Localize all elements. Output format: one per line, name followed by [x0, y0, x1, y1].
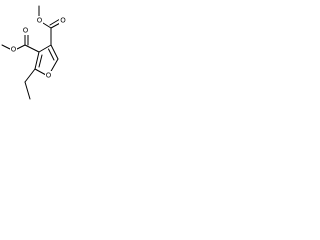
bond-o1-c2: [34, 68, 47, 76]
ester-left-carbonyl-o-bg: [22, 26, 29, 35]
bond-carbonyl-top-o-double-b: [49, 18, 61, 26]
ring-oxygen-bg: [45, 71, 52, 80]
ester-left-carbonyl-o-label: O: [23, 27, 29, 35]
bond-ethyl-ch2-ch3: [24, 81, 31, 100]
ester-left-ether-o-label: O: [11, 46, 17, 54]
bond-left-ether-o-methyl: [1, 44, 11, 50]
bond-c2-c3: [34, 51, 40, 70]
bond-c3-c4: [38, 44, 52, 53]
ester-top-carbonyl-o-bg: [59, 16, 67, 25]
bond-carbonyl-left-ether-o: [16, 44, 26, 50]
bond-c2-ethyl-ch2: [24, 68, 36, 83]
bond-c5-o1: [49, 58, 59, 74]
ester-top-ether-o-bg: [36, 16, 43, 25]
bond-c2-c3-double: [38, 54, 43, 68]
bond-c4-c5-double: [48, 48, 55, 61]
ester-left-ether-o-bg: [10, 45, 17, 54]
ester-top-carbonyl-o-label: O: [60, 17, 66, 25]
structure-diagram: O O O O O: [0, 0, 76, 107]
bond-c3-carbonyl-left: [24, 44, 40, 53]
ring-oxygen-label: O: [46, 72, 52, 80]
molecule-drawing: O O O O O: [1, 5, 67, 100]
bond-c4-c5: [50, 44, 59, 60]
ester-top-ether-o-label: O: [37, 17, 43, 25]
bond-carbonyl-top-ether-o: [42, 22, 52, 29]
